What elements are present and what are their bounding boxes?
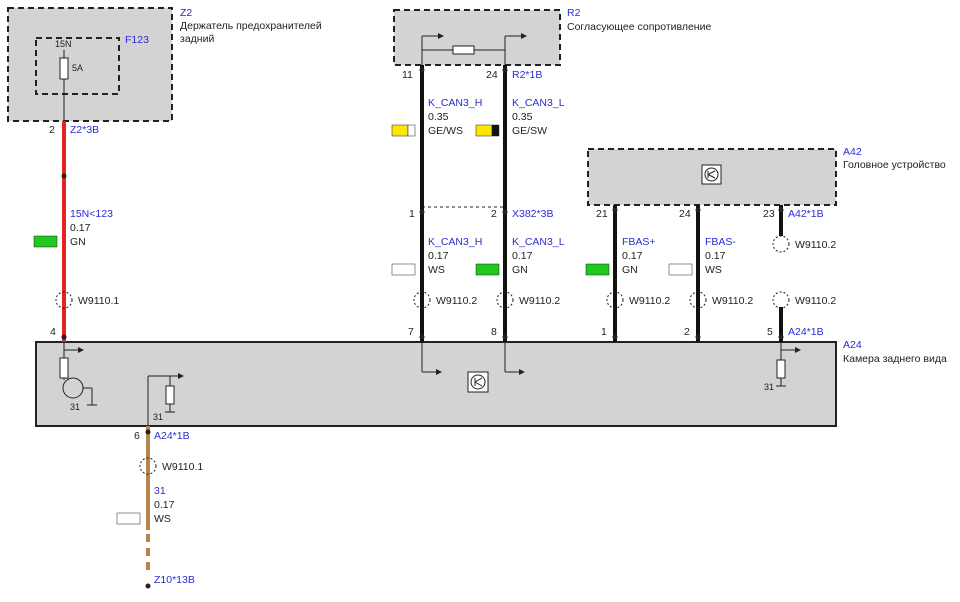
can-l-top-size: 0.35	[512, 111, 533, 123]
shield-s7-icon	[772, 291, 790, 309]
shield-s2-icon	[413, 291, 431, 309]
z2-pin: 2	[49, 124, 55, 136]
shield-s5-icon	[689, 291, 707, 309]
z2-name-line1: Держатель предохранителей	[180, 20, 322, 32]
shield-s8-label: W9110.1	[162, 461, 203, 473]
fbas-minus-signal: FBAS-	[705, 236, 736, 248]
a42-head-unit-box	[587, 148, 837, 206]
a24-camera-box: 31 31 31	[35, 341, 837, 427]
can-l-bot-color: GN	[512, 264, 528, 276]
shield-s2-label: W9110.2	[436, 295, 477, 307]
a24-ground-left: 31	[70, 402, 80, 412]
a42-pin1: 21	[596, 208, 608, 220]
w15n-color: GN	[70, 236, 86, 248]
ground-signal: 31	[154, 485, 166, 497]
shield-s6-icon	[772, 235, 790, 253]
w15n-color-swatch	[33, 235, 58, 248]
r2-connector: R2*1B	[512, 69, 542, 81]
can-l-top-swatch-black	[491, 124, 500, 137]
can-l-top-color: GE/SW	[512, 125, 547, 137]
f123-id: F123	[125, 34, 149, 46]
a42-id: A42	[843, 146, 862, 158]
fbas-minus-size: 0.17	[705, 250, 726, 262]
a24-pin4: 4	[50, 326, 56, 338]
fuse-icon	[59, 57, 69, 80]
z2-name-line2: задний	[180, 33, 214, 45]
r2-pin-right: 24	[486, 69, 498, 81]
can-h-top-color: GE/WS	[428, 125, 463, 137]
can-h-top-swatch-white	[407, 124, 416, 137]
shield-s1-label: W9110.1	[78, 295, 119, 307]
fbas-plus-size: 0.17	[622, 250, 643, 262]
fbas-plus-signal: FBAS+	[622, 236, 656, 248]
can-h-top-signal: K_CAN3_H	[428, 97, 482, 109]
a24-pin5: 5	[767, 326, 773, 338]
a24-pin8: 8	[491, 326, 497, 338]
control-unit-icon	[704, 167, 719, 182]
a42-pin2: 24	[679, 208, 691, 220]
can-h-bot-swatch	[391, 263, 416, 276]
can-l-bot-size: 0.17	[512, 250, 533, 262]
shield-s6-label: W9110.2	[795, 239, 836, 251]
shield-s1-icon	[55, 291, 73, 309]
x382-pin2: 2	[491, 208, 497, 220]
a24-pin6: 6	[134, 430, 140, 442]
r2-pin-left: 11	[402, 69, 413, 81]
ground-swatch	[116, 512, 141, 525]
r2-name: Согласующее сопротивление	[567, 21, 711, 33]
a24-ground-right: 31	[764, 382, 774, 392]
shield-s4-label: W9110.2	[629, 295, 670, 307]
shield-s3-icon	[496, 291, 514, 309]
fbas-plus-color: GN	[622, 264, 638, 276]
can-l-top-signal: K_CAN3_L	[512, 97, 565, 109]
a24-id: A24	[843, 339, 862, 351]
shield-s5-label: W9110.2	[712, 295, 753, 307]
can-l-top-swatch-yellow	[475, 124, 493, 137]
w15n-signal: 15N<123	[70, 208, 113, 220]
fbas-minus-swatch	[668, 263, 693, 276]
z2-id: Z2	[180, 7, 192, 19]
w15n-size: 0.17	[70, 222, 91, 234]
z2-connector: Z2*3B	[70, 124, 99, 136]
ground-size: 0.17	[154, 499, 175, 511]
x382-pin1: 1	[409, 208, 415, 220]
fbas-plus-swatch	[585, 263, 610, 276]
r2-resistor-box	[393, 9, 561, 66]
shield-s3-label: W9110.2	[519, 295, 560, 307]
a24-ground-mid: 31	[153, 412, 163, 422]
ground-color: WS	[154, 513, 171, 525]
a24-pin1: 1	[601, 326, 607, 338]
a42-connector: A42*1B	[788, 208, 824, 220]
resistor-icon	[452, 45, 475, 55]
f123-pin-label: 15N	[55, 39, 72, 49]
a24-connector-top: A24*1B	[788, 326, 824, 338]
shield-s8-icon	[139, 457, 157, 475]
a24-name: Камера заднего вида	[843, 353, 947, 365]
camera-control-unit-icon	[470, 374, 486, 390]
x382-connector: X382*3B	[512, 208, 553, 220]
f123-rating: 5A	[72, 63, 83, 73]
can-h-bot-color: WS	[428, 264, 445, 276]
shield-s7-label: W9110.2	[795, 295, 836, 307]
a24-pin7: 7	[408, 326, 414, 338]
f123-fuse-box	[35, 37, 120, 95]
can-l-bot-signal: K_CAN3_L	[512, 236, 565, 248]
can-h-top-swatch-yellow	[391, 124, 409, 137]
can-h-top-size: 0.35	[428, 111, 449, 123]
a24-connector-bottom: A24*1B	[154, 430, 190, 442]
shield-s4-icon	[606, 291, 624, 309]
fbas-minus-color: WS	[705, 264, 722, 276]
a42-pin3: 23	[763, 208, 775, 220]
r2-id: R2	[567, 7, 581, 19]
can-l-bot-swatch	[475, 263, 500, 276]
z10-connector: Z10*13B	[154, 574, 195, 586]
z2-fuse-holder: 15N 5A F123	[7, 7, 173, 122]
a24-pin2: 2	[684, 326, 690, 338]
can-h-bot-signal: K_CAN3_H	[428, 236, 482, 248]
can-h-bot-size: 0.17	[428, 250, 449, 262]
a42-name: Головное устройство	[843, 159, 946, 171]
